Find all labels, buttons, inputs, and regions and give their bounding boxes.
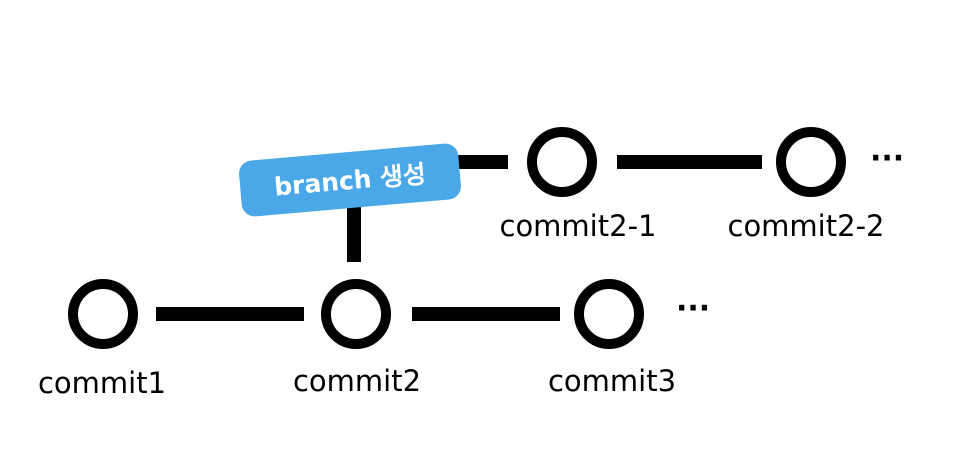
- commit2-1-node: [527, 127, 597, 197]
- branch-badge: branch 생성: [239, 143, 461, 217]
- commit3-label: commit3: [548, 364, 676, 398]
- commit3-node: [574, 279, 644, 349]
- commit1-label: commit1: [38, 366, 166, 400]
- commit2-label: commit2: [293, 364, 421, 398]
- feature-branch-continuation: ···: [870, 141, 904, 176]
- commit2-2-node: [776, 127, 846, 197]
- commit1-node: [68, 279, 138, 349]
- branch-badge-background: [239, 143, 461, 217]
- main-branch-continuation: ···: [676, 291, 710, 326]
- commit2-node: [321, 279, 391, 349]
- commit2-1-label: commit2-1: [500, 209, 657, 243]
- commit2-2-label: commit2-2: [728, 209, 885, 243]
